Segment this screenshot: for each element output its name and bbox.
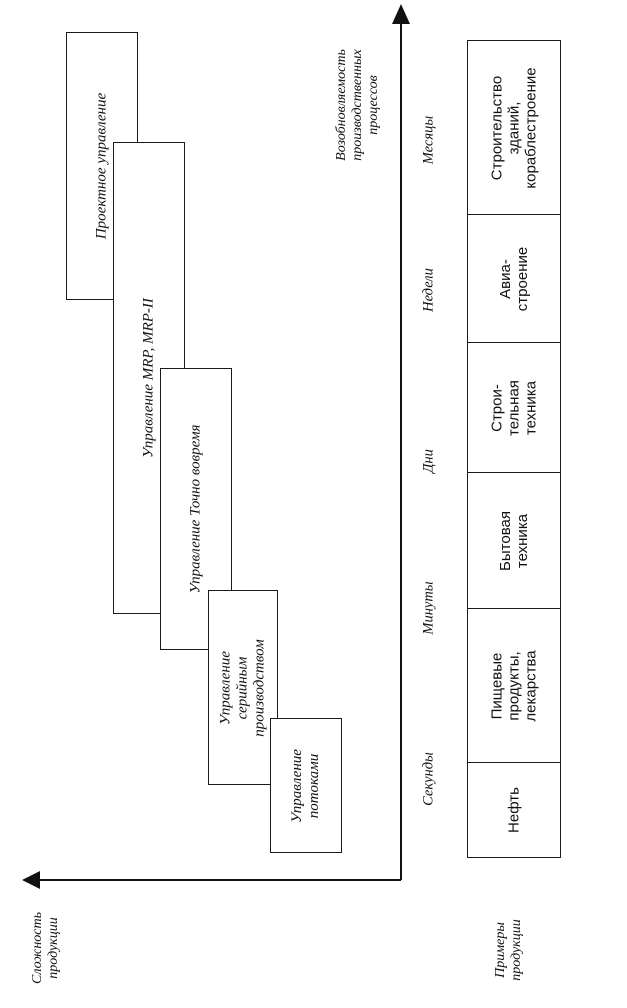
examples-caption-line-2: продукции	[509, 919, 524, 981]
horizontal-caption-line-1: Сложность	[30, 912, 45, 984]
vertical-axis-caption: Возобновляемость производственных процес…	[334, 49, 382, 161]
example-cell-appliances: Бытовая техника	[468, 473, 560, 609]
examples-caption: Примеры продукции	[493, 919, 525, 980]
example-label-construction: Строи- тельная техника	[488, 379, 540, 436]
scale-label-months: Месяцы	[420, 115, 437, 165]
scale-label-seconds: Секунды	[420, 752, 437, 806]
vertical-axis-arrow	[392, 4, 410, 24]
example-label-oil: Нефть	[505, 786, 523, 833]
method-label-project: Проектное управление	[93, 92, 110, 240]
scale-label-minutes: Минуты	[420, 581, 437, 635]
examples-caption-line-1: Примеры	[493, 922, 508, 978]
example-cell-construction: Строи- тельная техника	[468, 343, 560, 473]
horizontal-axis-caption: Сложность продукции	[30, 912, 62, 984]
example-cell-food: Пищевые продукты, лекарства	[468, 609, 560, 763]
vertical-caption-line-3: процессов	[366, 75, 381, 135]
method-label-flow: Управление потоками	[289, 748, 322, 823]
method-box-serial: Управление серийным производством	[208, 590, 278, 785]
horizontal-caption-line-2: продукции	[46, 917, 61, 979]
example-cell-shipbuilding: Строительство зданий, кораблестроение	[468, 41, 560, 215]
vertical-caption-line-1: Возобновляемость	[334, 49, 349, 161]
scale-label-days: Дни	[420, 449, 437, 473]
example-cell-oil: Нефть	[468, 763, 560, 856]
example-label-food: Пищевые продукты, лекарства	[488, 649, 540, 722]
method-label-serial: Управление серийным производством	[217, 638, 268, 737]
example-label-shipbuilding: Строительство зданий, кораблестроение	[488, 66, 540, 189]
method-label-mrp: Управление MRP, MRP-II	[140, 298, 157, 458]
method-label-jit: Управление Точно вовремя	[187, 424, 204, 594]
product-examples-column: Строительство зданий, кораблестроение Ав…	[467, 40, 561, 858]
scale-label-weeks: Недели	[420, 268, 437, 312]
horizontal-axis-arrow	[22, 871, 40, 889]
example-cell-aircraft: Авиа- строение	[468, 215, 560, 343]
example-label-appliances: Бытовая техника	[497, 510, 531, 571]
vertical-caption-line-2: производственных	[350, 49, 365, 161]
example-label-aircraft: Авиа- строение	[497, 246, 531, 311]
method-box-flow: Управление потоками	[270, 718, 342, 853]
